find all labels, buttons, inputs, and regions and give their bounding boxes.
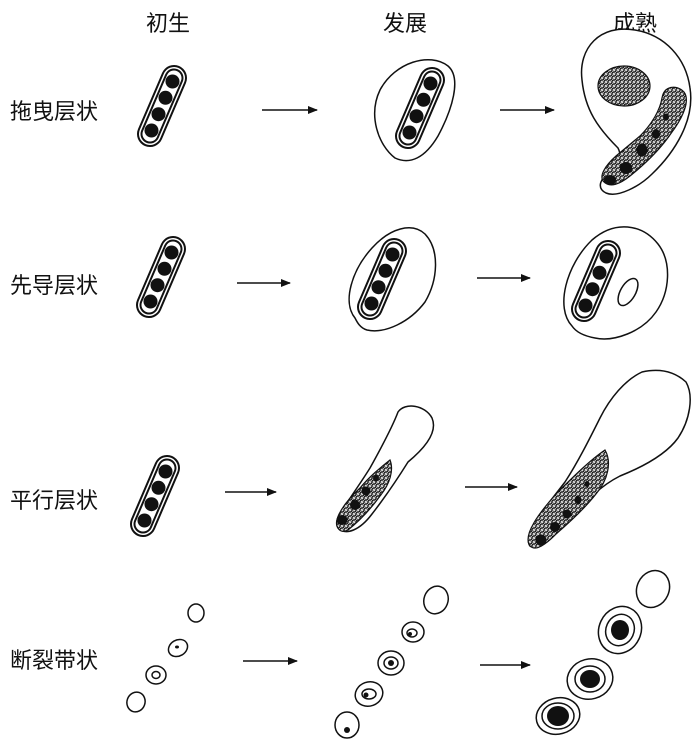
column-header-initial: 初生	[146, 12, 191, 37]
trailing-developing-system	[374, 58, 456, 162]
row-label-parallel: 平行层状	[10, 489, 99, 514]
row-label-leading: 先导层状	[10, 274, 99, 299]
row-label-trailing: 拖曳层状	[10, 100, 99, 125]
broken-initial-cells	[126, 603, 205, 713]
trailing-mature-system	[580, 28, 692, 195]
trailing-initial-convective-line	[145, 75, 180, 138]
row-label-broken: 断裂带状	[10, 649, 99, 674]
broken-mature-cells	[535, 569, 671, 736]
leading-initial-convective-line	[144, 246, 179, 309]
column-header-developing: 发展	[383, 12, 428, 37]
parallel-initial-convective-line	[138, 465, 173, 528]
parallel-mature-system	[527, 369, 691, 549]
leading-mature-system	[563, 226, 669, 340]
broken-developing-cells	[334, 585, 450, 739]
leading-developing-system	[348, 227, 437, 332]
parallel-developing-system	[336, 405, 435, 533]
